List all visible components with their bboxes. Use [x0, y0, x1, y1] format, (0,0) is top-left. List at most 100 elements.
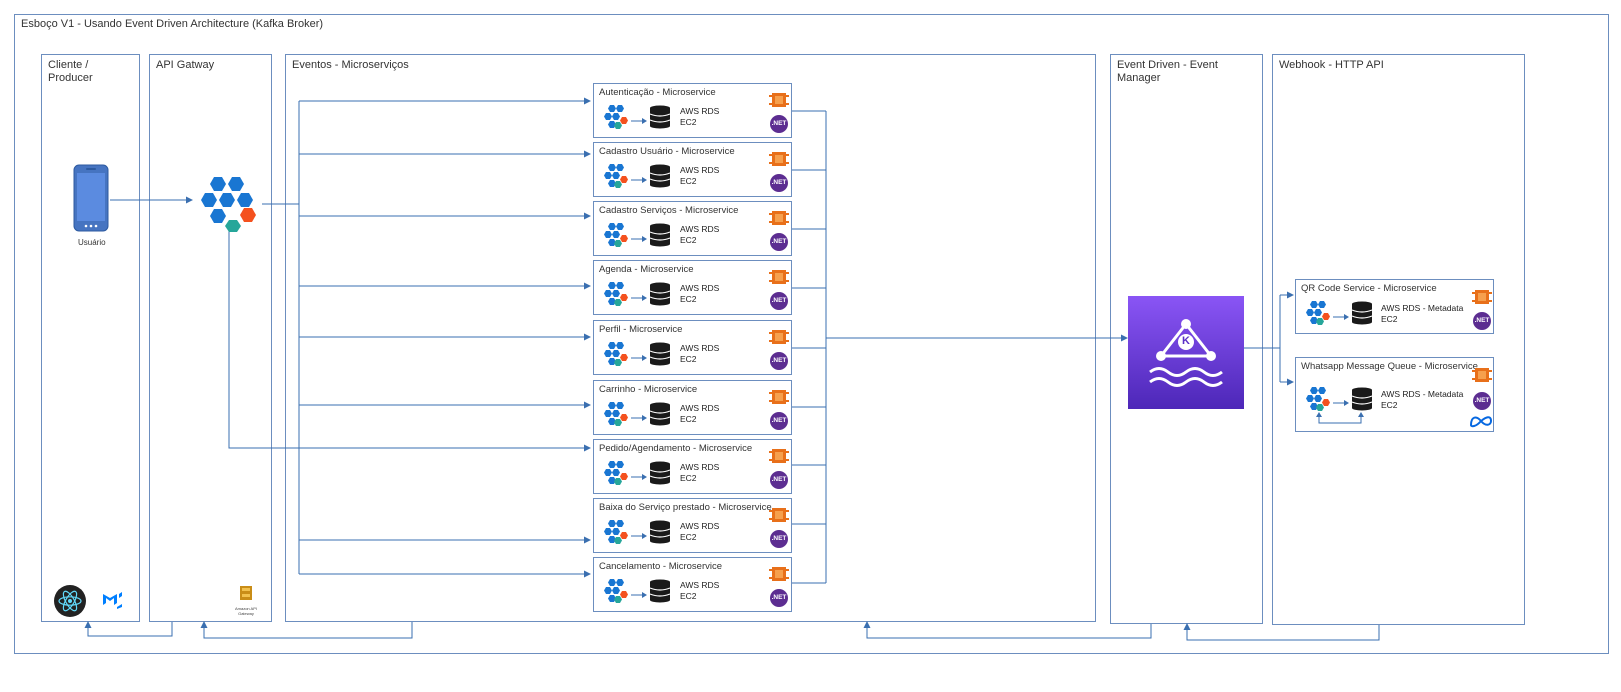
kafka-broker-icon: K: [1128, 296, 1244, 409]
kafka-letter: K: [1182, 335, 1190, 347]
service-cluster-icon: [604, 460, 630, 486]
aws-ec2-icon: [1472, 287, 1492, 307]
service-cluster-icon: [604, 519, 630, 545]
database-icon: [649, 105, 671, 129]
aws-ec2-icon: [769, 208, 789, 228]
microservice-title: Cadastro Serviços - Microservice: [599, 205, 739, 216]
webhook-lane-title: Webhook - HTTP API: [1279, 59, 1384, 71]
aws-ec2-icon: [769, 90, 789, 110]
webhook-service-title: Whatsapp Message Queue - Microservice: [1301, 361, 1478, 372]
database-icon: [649, 164, 671, 188]
gateway-lane: API Gatway: [149, 54, 272, 622]
dotnet-icon: .NET: [770, 412, 788, 430]
aws-ec2-icon: [1472, 365, 1492, 385]
gateway-lane-title: API Gatway: [156, 59, 215, 71]
aws-ec2-icon: [769, 564, 789, 584]
microservice-title: Pedido/Agendamento - Microservice: [599, 443, 753, 454]
database-icon: [649, 520, 671, 544]
microservice-title: Agenda - Microservice: [599, 264, 694, 275]
service-cluster-icon: [604, 104, 630, 130]
dotnet-icon: .NET: [770, 174, 788, 192]
flow-arrow-icon: [631, 468, 647, 480]
dotnet-icon: .NET: [770, 589, 788, 607]
microservice-title: Perfil - Microservice: [599, 324, 683, 335]
microservice-title: Cadastro Usuário - Microservice: [599, 146, 735, 157]
service-cluster-icon: [604, 401, 630, 427]
flow-arrow-icon: [631, 409, 647, 421]
dotnet-icon: .NET: [1473, 312, 1491, 330]
aws-ec2-icon: [769, 387, 789, 407]
database-icon: [1351, 387, 1373, 411]
react-icon: [54, 585, 86, 617]
flow-arrow-icon: [1333, 308, 1349, 320]
client-lane-title: Cliente / Producer: [48, 59, 93, 84]
outer-frame: Esboço V1 - Usando Event Driven Architec…: [14, 14, 1609, 654]
service-cluster-icon: [604, 578, 630, 604]
api-gateway-cluster-icon: [200, 175, 262, 233]
aws-ec2-icon: [769, 505, 789, 525]
dotnet-icon: .NET: [770, 292, 788, 310]
dotnet-icon: .NET: [1473, 392, 1491, 410]
amazon-api-gateway-icon: Amazon API Gateway: [232, 585, 260, 616]
service-cluster-icon: [604, 281, 630, 307]
user-label: Usuário: [78, 238, 106, 247]
flow-arrow-icon: [631, 230, 647, 242]
microservice-title: Cancelamento - Microservice: [599, 561, 723, 572]
aws-ec2-icon: [769, 267, 789, 287]
database-icon: [649, 282, 671, 306]
dotnet-icon: .NET: [770, 352, 788, 370]
microservice-title: Autenticação - Microservice: [599, 87, 716, 98]
service-cluster-icon: [604, 222, 630, 248]
aws-ec2-icon: [769, 446, 789, 466]
service-cluster-icon: [604, 163, 630, 189]
webhook-service-title: QR Code Service - Microservice: [1301, 283, 1437, 294]
flow-arrow-icon: [631, 289, 647, 301]
mobile-phone-icon: [73, 164, 109, 232]
diagram-title: Esboço V1 - Usando Event Driven Architec…: [21, 18, 324, 30]
database-icon: [649, 402, 671, 426]
mui-icon: [102, 590, 124, 610]
amazon-api-gateway-label: Amazon API Gateway: [234, 606, 257, 616]
dotnet-icon: .NET: [770, 530, 788, 548]
meta-icon: [1469, 414, 1493, 428]
dotnet-icon: .NET: [770, 233, 788, 251]
aws-ec2-icon: [769, 327, 789, 347]
event-manager-lane-title: Event Driven - Event Manager: [1117, 59, 1218, 84]
database-icon: [1351, 301, 1373, 325]
service-cluster-icon: [1306, 300, 1332, 326]
service-cluster-icon: [604, 341, 630, 367]
microservice-title: Carrinho - Microservice: [599, 384, 698, 395]
aws-ec2-icon: [769, 149, 789, 169]
loop-arrow-icon: [1315, 412, 1365, 426]
database-icon: [649, 342, 671, 366]
dotnet-icon: .NET: [770, 115, 788, 133]
flow-arrow-icon: [631, 586, 647, 598]
flow-arrow-icon: [631, 171, 647, 183]
service-cluster-icon: [1306, 386, 1332, 412]
microservice-title: Baixa do Serviço prestado - Microservice: [599, 502, 772, 513]
microservice-card[interactable]: Baixa do Serviço prestado - Microservice…: [593, 498, 792, 553]
flow-arrow-icon: [631, 527, 647, 539]
flow-arrow-icon: [631, 112, 647, 124]
